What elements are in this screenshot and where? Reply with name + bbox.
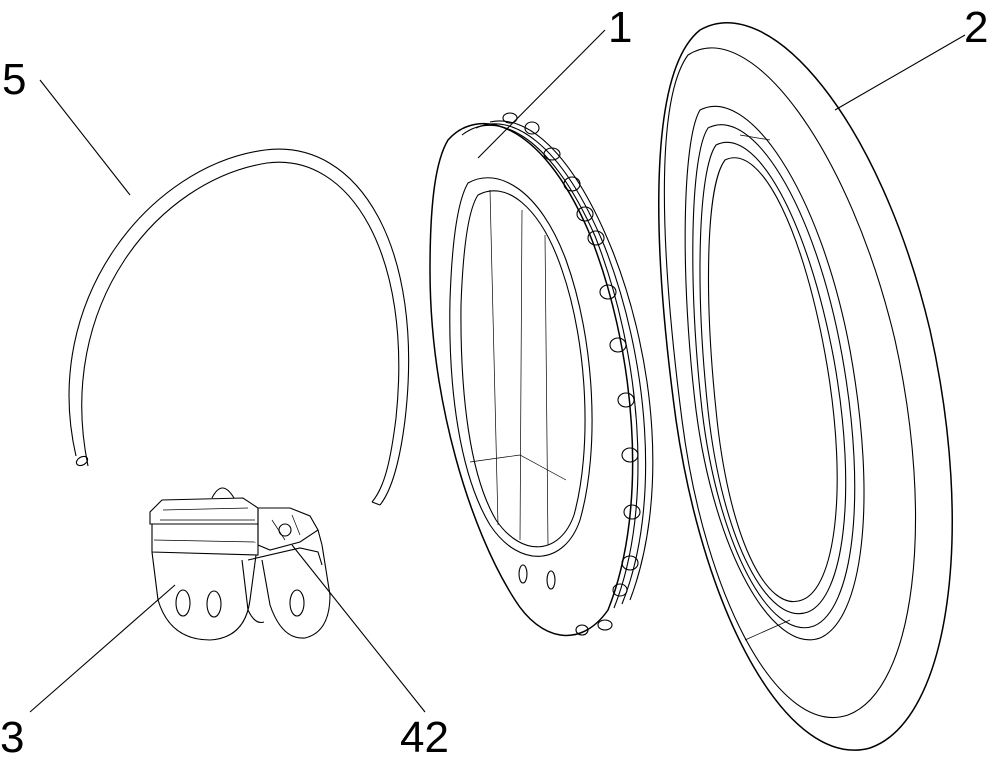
leader-line-part-42 [292, 545, 425, 712]
leader-line-part-3 [30, 585, 175, 712]
label-part-1: 1 [608, 3, 632, 52]
label-part-5: 5 [2, 55, 26, 104]
label-part-2: 2 [964, 3, 988, 52]
part-3-clamp-block [150, 488, 330, 640]
label-part-3: 3 [0, 713, 24, 760]
leader-lines [30, 30, 965, 712]
leader-line-part-5 [40, 80, 130, 195]
part-5-wire-ring [69, 149, 409, 505]
leader-line-part-2 [835, 35, 965, 110]
part-2-outer-ring [659, 23, 952, 750]
part-1-bearing-ring [430, 113, 653, 635]
label-part-42: 42 [400, 713, 449, 760]
